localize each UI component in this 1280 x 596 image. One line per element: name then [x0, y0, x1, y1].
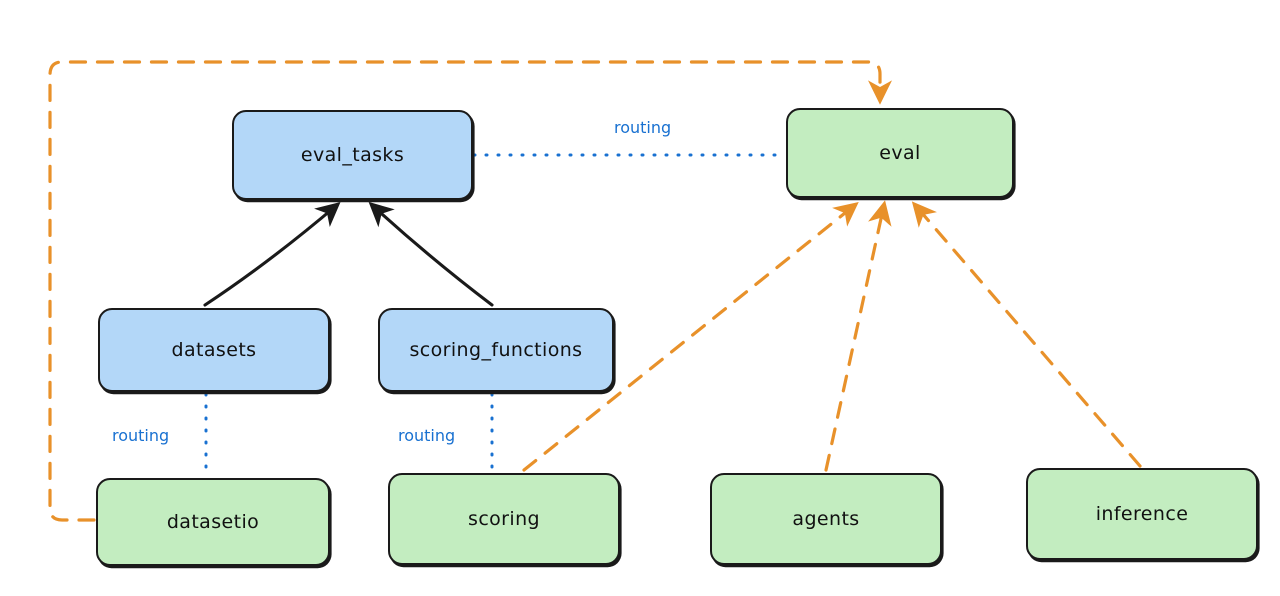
node-eval-tasks[interactable]: eval_tasks	[232, 110, 473, 200]
node-label-scoring-functions: scoring_functions	[409, 339, 583, 361]
node-eval[interactable]: eval	[786, 108, 1014, 198]
edge-provides-datasetio-to-eval	[48, 60, 892, 522]
node-label-agents: agents	[792, 508, 860, 530]
node-label-inference: inference	[1095, 503, 1189, 525]
node-datasetio[interactable]: datasetio	[96, 478, 330, 566]
edge-provides-inference-to-eval	[911, 201, 1142, 468]
edge-provides-scoring-to-eval	[522, 202, 859, 472]
node-scoring[interactable]: scoring	[388, 473, 620, 565]
node-label-eval-tasks: eval_tasks	[300, 144, 405, 166]
node-agents[interactable]: agents	[710, 473, 942, 565]
node-label-datasets: datasets	[171, 339, 257, 361]
node-label-eval: eval	[879, 142, 921, 164]
edge-label-routing-scoring: routing	[398, 426, 456, 445]
edge-scoring-functions-to-eval-tasks	[368, 201, 494, 307]
node-inference[interactable]: inference	[1026, 468, 1258, 560]
node-scoring-functions[interactable]: scoring_functions	[378, 308, 614, 392]
node-datasets[interactable]: datasets	[98, 308, 330, 392]
node-label-datasetio: datasetio	[166, 511, 260, 533]
edge-label-routing-eval: routing	[614, 118, 672, 137]
edge-datasets-to-eval-tasks	[203, 201, 341, 307]
node-label-scoring: scoring	[468, 508, 540, 530]
edge-label-routing-datasets: routing	[112, 426, 170, 445]
edge-provides-agents-to-eval	[824, 200, 892, 472]
